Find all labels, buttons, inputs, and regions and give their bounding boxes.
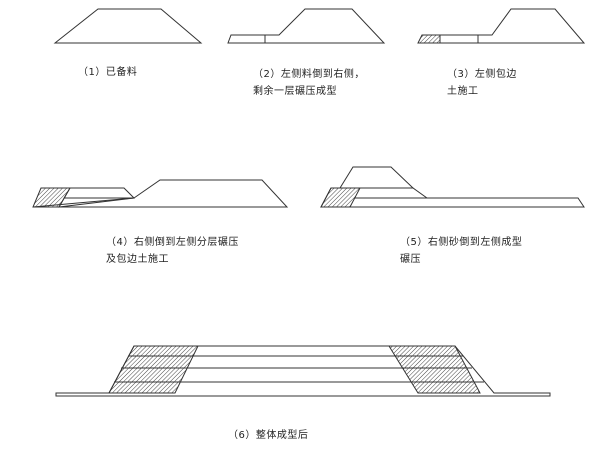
stage-6-caption: （6）整体成型后 [228,430,309,441]
stage-6-left-edge-hatch [108,345,199,394]
stage-6-right-edge-hatch [388,345,481,394]
stage-1-caption: （1）已备料 [78,67,138,78]
stage-2-compacted-layer [227,34,266,44]
stage-6-embankment-outline [55,345,551,397]
stage-2-right-mound [264,8,386,44]
stage-4-right-to-left-layers [32,179,289,208]
stage-5-base-layers [320,187,585,208]
stage-3-caption: （3）左侧包边土施工 [447,69,517,97]
stage-5-caption: （5）右侧砂倒到左侧成型碾压 [400,237,523,264]
stage-5-left-edge-hatch [320,187,361,208]
stage-4-caption: （4）右侧倒到左侧分层碾压及包边土施工 [106,237,239,264]
stage-4-right-mound [32,179,289,208]
stage-6-completed-section [55,345,551,397]
stage-5-top-mound [339,166,415,189]
stage-3-edge-soil-hatch [417,34,441,44]
stage-2-caption: （2）左侧料倒到右侧，剩余一层碾压成型 [253,69,365,97]
stage-3-compacted-layer [439,34,479,44]
stage-3-right-mound [477,8,586,44]
stage-1-stockpile [53,8,203,44]
stage-1-material-mound [53,8,203,44]
stage-3-left-edge-soil [417,8,586,44]
stage-2-left-to-right [227,8,386,44]
stage-5-sand-to-left [320,166,585,208]
